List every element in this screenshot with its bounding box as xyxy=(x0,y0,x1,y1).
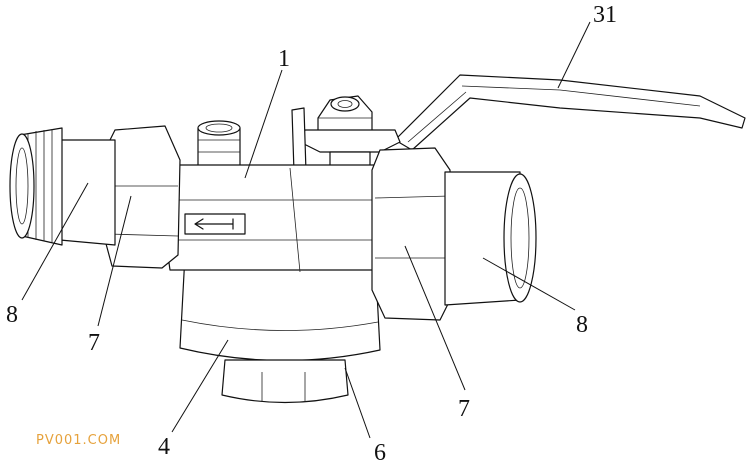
label-31: 31 xyxy=(593,2,617,28)
reference-labels: 31 1 8 7 4 6 7 8 xyxy=(6,2,617,465)
filter-housing xyxy=(179,254,381,404)
label-7-left: 7 xyxy=(88,330,100,356)
label-1: 1 xyxy=(278,46,290,72)
right-socket-end xyxy=(444,171,537,306)
handle-lever xyxy=(394,74,746,151)
valve-body xyxy=(162,164,393,273)
leader-lines xyxy=(21,21,591,439)
label-6: 6 xyxy=(374,440,386,465)
label-4: 4 xyxy=(158,434,170,460)
stop-tab xyxy=(291,107,307,173)
left-thread-end xyxy=(9,127,116,246)
label-8-right: 8 xyxy=(576,312,588,338)
right-union-nut xyxy=(371,147,451,321)
left-union-nut xyxy=(104,125,181,269)
watermark-text: PV001.COM xyxy=(36,433,121,448)
label-7-right: 7 xyxy=(458,396,470,422)
side-port xyxy=(197,120,241,169)
label-8-left: 8 xyxy=(6,302,18,328)
